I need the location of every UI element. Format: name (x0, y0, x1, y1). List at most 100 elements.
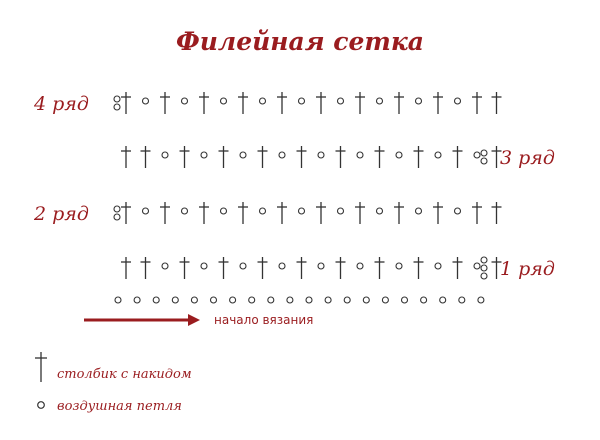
double-crochet-symbol (413, 146, 424, 168)
chain-symbol (258, 97, 267, 105)
foundation-chain-loop (343, 296, 351, 304)
start-arrow-head (188, 314, 200, 326)
foundation-chain-loop (171, 296, 179, 304)
legend-item-double-crochet: столбик с накидом (35, 352, 192, 382)
double-crochet-symbol (374, 257, 385, 279)
double-crochet-symbol (121, 202, 131, 224)
foundation-chain-loop (229, 296, 237, 304)
turning-chain (113, 95, 121, 111)
chart-rows: 4 ряд 3 ряд 2 ряд 1 ряд (33, 92, 555, 280)
foundation-chain-loop (362, 296, 370, 304)
foundation-chain-loop (133, 296, 141, 304)
foundation-chain-loop (152, 296, 160, 304)
double-crochet-symbol (257, 146, 268, 168)
turning-chain-loop (480, 149, 488, 157)
start-label: начало вязания (214, 313, 313, 327)
row-label: 4 ряд (33, 93, 89, 115)
double-crochet-symbol (277, 92, 287, 114)
chain-symbol (297, 97, 306, 105)
chart-row: 3 ряд (121, 146, 555, 169)
turning-chain-loop (480, 256, 488, 264)
double-crochet-symbol (179, 257, 190, 279)
double-crochet-symbol (394, 202, 404, 224)
turning-chain (480, 149, 488, 165)
legend-label-chain: воздушная петля (57, 399, 182, 414)
double-crochet-symbol (433, 202, 443, 224)
double-crochet-symbol (140, 146, 151, 168)
chain-symbol (258, 207, 267, 215)
foundation-chain-loop (477, 296, 485, 304)
chain-symbol (317, 151, 325, 159)
double-crochet-symbol (121, 257, 131, 279)
foundation-chain (114, 296, 485, 304)
chain-symbol (317, 262, 325, 270)
chain-symbol (219, 97, 228, 105)
chain-symbol (434, 262, 442, 270)
chain-symbol (278, 262, 286, 270)
foundation-chain-loop (114, 296, 122, 304)
chain-symbol (336, 207, 345, 215)
page-title: Филейная сетка (176, 27, 424, 56)
double-crochet-symbol (160, 202, 170, 224)
chain-symbol (239, 262, 247, 270)
foundation-chain-loop (209, 296, 218, 304)
chain-symbol (180, 97, 189, 105)
chain-symbol (375, 97, 384, 105)
double-crochet-symbol (121, 146, 131, 168)
foundation-chain-loop (400, 296, 409, 304)
legend-label-double-crochet: столбик с накидом (57, 367, 192, 382)
double-crochet-symbol (335, 146, 346, 168)
row-label: 2 ряд (33, 203, 89, 225)
turning-chain-loop (113, 103, 121, 111)
chain-symbol (414, 207, 423, 215)
row-label: 3 ряд (500, 147, 555, 169)
double-crochet-symbol (355, 202, 365, 224)
chain-symbol (375, 207, 384, 215)
chain-symbol (200, 262, 208, 270)
double-crochet-symbol (491, 202, 502, 224)
double-crochet-symbol (316, 202, 326, 224)
turning-chain (480, 256, 488, 280)
chain-symbol (356, 151, 364, 159)
chain-symbol (141, 97, 150, 105)
double-crochet-symbol (218, 146, 229, 168)
foundation-chain-loop (458, 296, 466, 304)
chart-row: 4 ряд (33, 92, 502, 115)
double-crochet-symbol (491, 257, 502, 279)
chain-symbol (395, 262, 403, 270)
chain-symbol (453, 207, 462, 215)
double-crochet-icon (35, 352, 47, 382)
foundation-chain-loop (305, 296, 313, 304)
double-crochet-symbol (355, 92, 365, 114)
double-crochet-symbol (433, 92, 443, 114)
double-crochet-symbol (296, 146, 307, 168)
foundation-chain-loop (439, 296, 447, 304)
chart-row: 2 ряд (33, 202, 502, 225)
chain-symbol (161, 262, 169, 270)
double-crochet-symbol (140, 257, 151, 279)
chain-symbol (239, 151, 247, 159)
double-crochet-symbol (199, 202, 209, 224)
chain-symbol (356, 262, 364, 270)
foundation-chain-loop (324, 296, 332, 304)
turning-chain-loop (480, 272, 488, 280)
foundation-chain-loop (286, 296, 294, 304)
double-crochet-symbol (316, 92, 326, 114)
double-crochet-symbol (335, 257, 346, 279)
foundation-chain-loop (420, 296, 428, 304)
foundation-chain-loop (267, 296, 275, 304)
foundation-chain-loop (381, 296, 389, 304)
turning-chain-loop (480, 157, 488, 165)
double-crochet-symbol (296, 257, 307, 279)
turning-chain (113, 205, 121, 221)
chain-symbol (180, 207, 189, 215)
chain-symbol (219, 207, 228, 215)
row-label: 1 ряд (500, 258, 555, 280)
double-crochet-symbol (238, 202, 248, 224)
chain-symbol (278, 151, 286, 159)
start-arrow (84, 314, 200, 326)
double-crochet-symbol (491, 92, 502, 114)
double-crochet-symbol (277, 202, 287, 224)
double-crochet-symbol (452, 146, 463, 168)
